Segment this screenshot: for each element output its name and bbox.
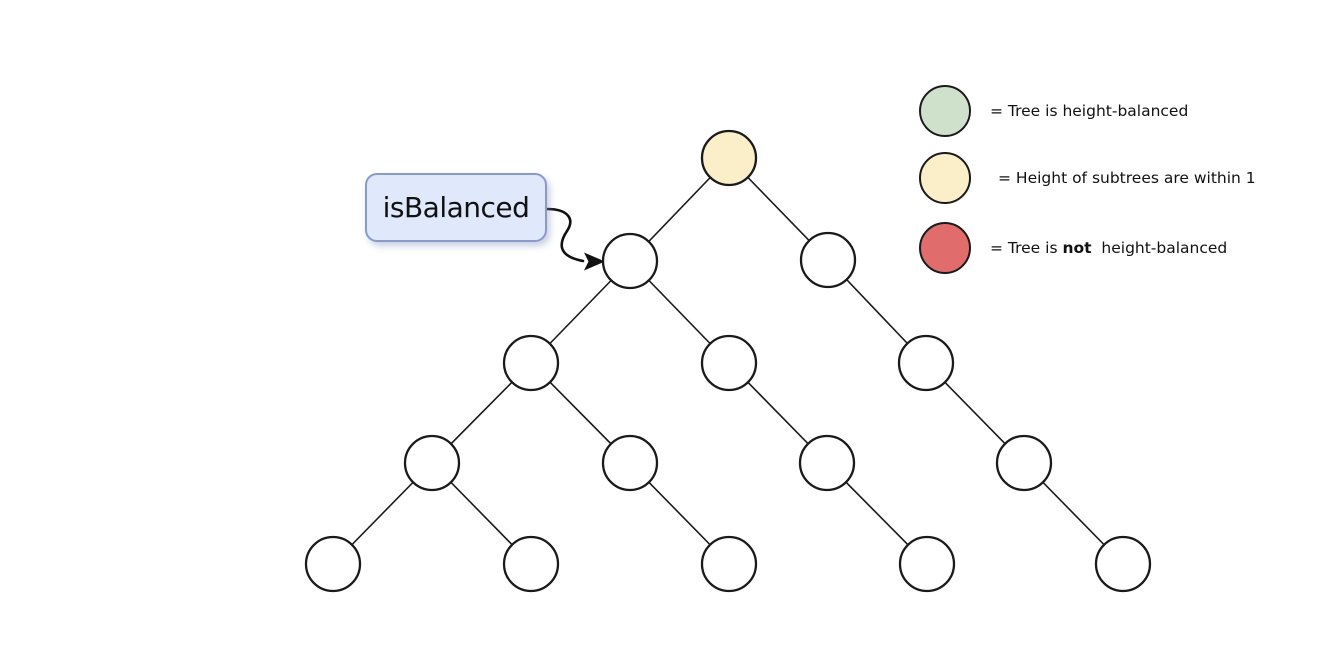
tree-node-n2	[601, 232, 659, 290]
tree-node-n9	[798, 434, 856, 492]
legend-label-emphasis: not	[1062, 239, 1092, 257]
legend-label-height-balanced: = Tree is height-balanced	[990, 102, 1188, 120]
legend-circle-subtrees-within-1	[919, 152, 971, 204]
tree-node-n12	[502, 535, 560, 593]
tree-node-n7	[403, 434, 461, 492]
tree-node-n11	[304, 535, 362, 593]
isbalanced-callout: isBalanced	[365, 173, 547, 242]
legend-label-text: = Height of subtrees are within 1	[998, 169, 1256, 187]
legend-label-text: height-balanced	[1091, 239, 1228, 257]
tree-node-n3	[799, 231, 857, 289]
tree-node-n15	[1094, 535, 1152, 593]
tree-node-n14	[898, 535, 956, 593]
tree-node-n10	[995, 434, 1053, 492]
legend-label-text: = Tree is	[990, 239, 1063, 257]
tree-node-n6	[897, 334, 955, 392]
tree-node-n4	[502, 334, 560, 392]
tree-node-n13	[700, 535, 758, 593]
legend-label-not-height-balanced: = Tree is not height-balanced	[990, 239, 1227, 257]
callout-label: isBalanced	[382, 191, 530, 224]
callout-arrowhead-icon	[584, 252, 605, 271]
tree-node-n5	[700, 334, 758, 392]
legend-label-text: = Tree is height-balanced	[990, 102, 1189, 120]
callout-arrow	[545, 207, 585, 263]
tree-node-n8	[601, 434, 659, 492]
tree-node-root	[700, 129, 758, 187]
legend-circle-not-height-balanced	[919, 222, 971, 274]
legend-label-subtrees-within-1: = Height of subtrees are within 1	[998, 169, 1256, 187]
legend-circle-height-balanced	[919, 85, 971, 137]
